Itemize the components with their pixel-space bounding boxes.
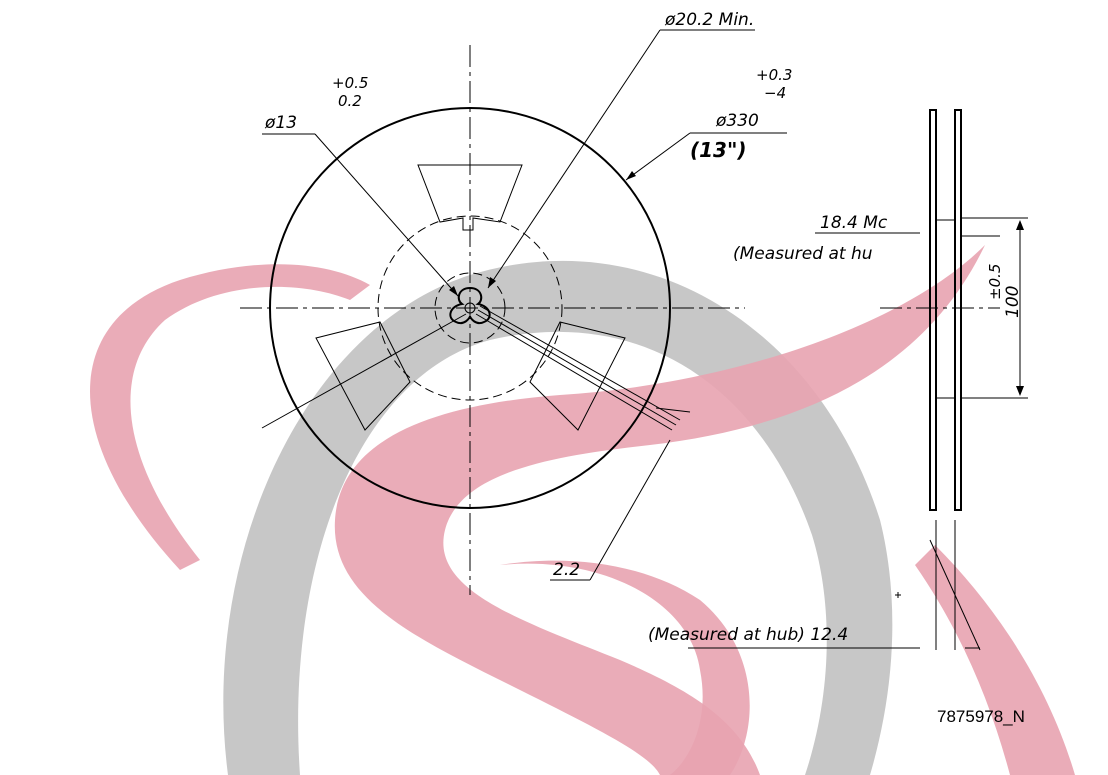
slot-dim-tick (655, 407, 691, 413)
hub-min-arrow (488, 277, 496, 288)
labels: ø20.2 Min. +0.5 0.2 ø13 +0.3 −4 ø330 (13… (264, 10, 1025, 726)
reel-tol-plus-label: +0.3 (756, 66, 792, 84)
reel-side-view (688, 109, 1028, 651)
watermark-red-right (915, 545, 1075, 775)
reel-dia-leader (625, 132, 691, 181)
hub-height-label: 100 (1003, 286, 1023, 318)
arbor-dashed-circle (434, 272, 506, 344)
reel-dia-arrow (626, 171, 636, 180)
flange-right (954, 109, 962, 511)
slot-line-1 (475, 313, 673, 431)
hub-min-diameter-label: ø20.2 Min. (664, 10, 754, 30)
watermark-red-s (334, 245, 986, 775)
height-arrow-top (1016, 220, 1024, 230)
window-cutout-top (417, 164, 523, 231)
inner-width-label: (Measured at hub) 12.4 (648, 625, 848, 645)
hub-min-leader (487, 29, 661, 289)
slot-line-2 (477, 309, 677, 426)
hub-height-tol-label: ±0.5 (986, 264, 1004, 300)
hub-dashed-circle (377, 215, 563, 401)
window-cutout-left (315, 321, 411, 431)
outer-width-label: 18.4 Mc (820, 213, 888, 233)
arbor-tol-minus-label: 0.2 (338, 92, 362, 110)
arbor-arrow (449, 286, 458, 296)
watermark-red-swoosh-left (90, 264, 370, 570)
arbor-leader (314, 133, 459, 297)
arbor-hole (449, 286, 491, 325)
arbor-diameter-label: ø13 (264, 113, 297, 133)
watermark-red-tail (500, 560, 750, 775)
reel-diameter-label: ø330 (715, 111, 759, 131)
reel-inch-label: (13") (690, 138, 747, 162)
height-arrow-bottom (1016, 386, 1024, 396)
slot-width-label: 2.2 (553, 560, 580, 580)
arbor-center (464, 302, 476, 314)
inner-diag (929, 539, 981, 651)
window-cutout-right (529, 321, 626, 431)
slot-leader (589, 439, 671, 581)
slot-line-3 (479, 305, 681, 421)
drawing-number: 7875978_N (937, 707, 1025, 726)
reel-front-view (240, 45, 745, 595)
reel-outer-circle (269, 107, 671, 509)
flange-left (929, 109, 937, 511)
watermark-logo (90, 245, 1075, 775)
front-dimensions (262, 29, 787, 581)
outer-width-note-label: (Measured at hu (733, 244, 873, 264)
arbor-tol-plus-label: +0.5 (332, 74, 368, 92)
slot-line-left (261, 313, 467, 429)
reel-tol-minus-label: −4 (764, 84, 786, 102)
